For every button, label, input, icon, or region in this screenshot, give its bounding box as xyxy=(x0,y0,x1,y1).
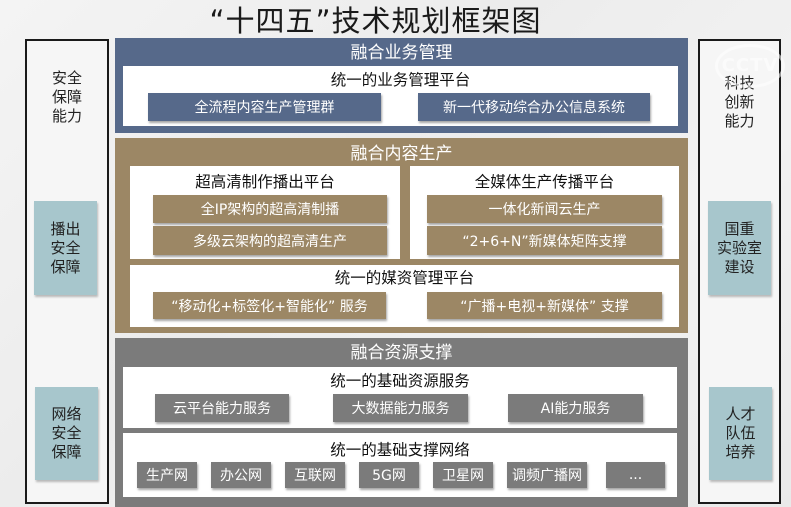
panel-title: 全媒体生产传播平台 xyxy=(474,173,615,191)
security-capability-heading: 安全 保障 能力 xyxy=(27,69,107,126)
network-chip-more: ... xyxy=(606,462,665,488)
heading-line: 能力 xyxy=(724,112,755,130)
heading-line: 保障 xyxy=(51,88,82,106)
cctv-watermark-logo: CCTV xyxy=(715,44,785,88)
all-ip-uhd-chip: 全IP架构的超高清制播 xyxy=(153,195,387,223)
box-line: 人才 xyxy=(725,405,756,423)
box-line: 队伍 xyxy=(725,424,756,442)
box-line: 安全 xyxy=(51,424,82,442)
box-line: 安全 xyxy=(50,238,81,257)
panel-title: 统一的基础支撑网络 xyxy=(330,441,470,459)
box-line: 培养 xyxy=(725,443,756,461)
layer-heading: 融合内容生产 xyxy=(350,144,453,164)
integrated-news-cloud-chip: 一体化新闻云生产 xyxy=(427,195,662,223)
broadcast-security-box: 播出 安全 保障 xyxy=(34,201,97,295)
broadcast-tv-newmedia-chip: “广播+电视+新媒体” 支撑 xyxy=(427,292,662,319)
smart-services-chip: “移动化+标签化+智能化” 服务 xyxy=(153,292,386,319)
heading-line: 能力 xyxy=(51,107,82,125)
national-lab-box: 国重 实验室 建设 xyxy=(708,201,771,295)
box-line: 保障 xyxy=(51,443,82,461)
network-security-box: 网络 安全 保障 xyxy=(35,387,98,480)
box-line: 网络 xyxy=(51,405,82,423)
box-line: 国重 xyxy=(724,219,755,238)
big-data-service-chip: 大数据能力服务 xyxy=(333,394,468,422)
ai-service-chip: AI能力服务 xyxy=(508,394,643,422)
multilevel-cloud-uhd-chip: 多级云架构的超高清生产 xyxy=(153,226,387,255)
box-line: 实验室 xyxy=(716,238,762,257)
talent-training-box: 人才 队伍 培养 xyxy=(709,387,772,480)
box-line: 播出 xyxy=(50,219,81,238)
network-chip-office: 办公网 xyxy=(211,462,271,488)
heading-line: 创新 xyxy=(724,93,755,111)
panel-title: 统一的基础资源服务 xyxy=(330,372,470,390)
heading-line: 安全 xyxy=(51,69,82,87)
network-chip-production: 生产网 xyxy=(137,462,197,488)
content-production-mgmt-chip: 全流程内容生产管理群 xyxy=(148,93,381,121)
layer-heading: 融合业务管理 xyxy=(350,43,453,63)
box-line: 建设 xyxy=(724,257,755,276)
panel-title: 统一的媒资管理平台 xyxy=(334,269,475,287)
network-chip-satellite: 卫星网 xyxy=(433,462,493,488)
box-line: 保障 xyxy=(50,257,81,276)
cloud-platform-service-chip: 云平台能力服务 xyxy=(155,394,289,422)
diagram-title: “十四五”技术规划框架图 xyxy=(209,4,542,38)
network-chip-internet: 互联网 xyxy=(285,462,345,488)
new-media-matrix-chip: “2+6+N”新媒体矩阵支撑 xyxy=(427,226,662,255)
network-chip-fm-broadcast: 调频广播网 xyxy=(507,462,587,488)
layer-heading: 融合资源支撑 xyxy=(350,343,453,363)
panel-title: 统一的业务管理平台 xyxy=(330,71,471,89)
mobile-office-system-chip: 新一代移动综合办公信息系统 xyxy=(418,93,650,121)
network-chip-5g: 5G网 xyxy=(359,462,419,488)
panel-title: 超高清制作播出平台 xyxy=(195,173,335,191)
